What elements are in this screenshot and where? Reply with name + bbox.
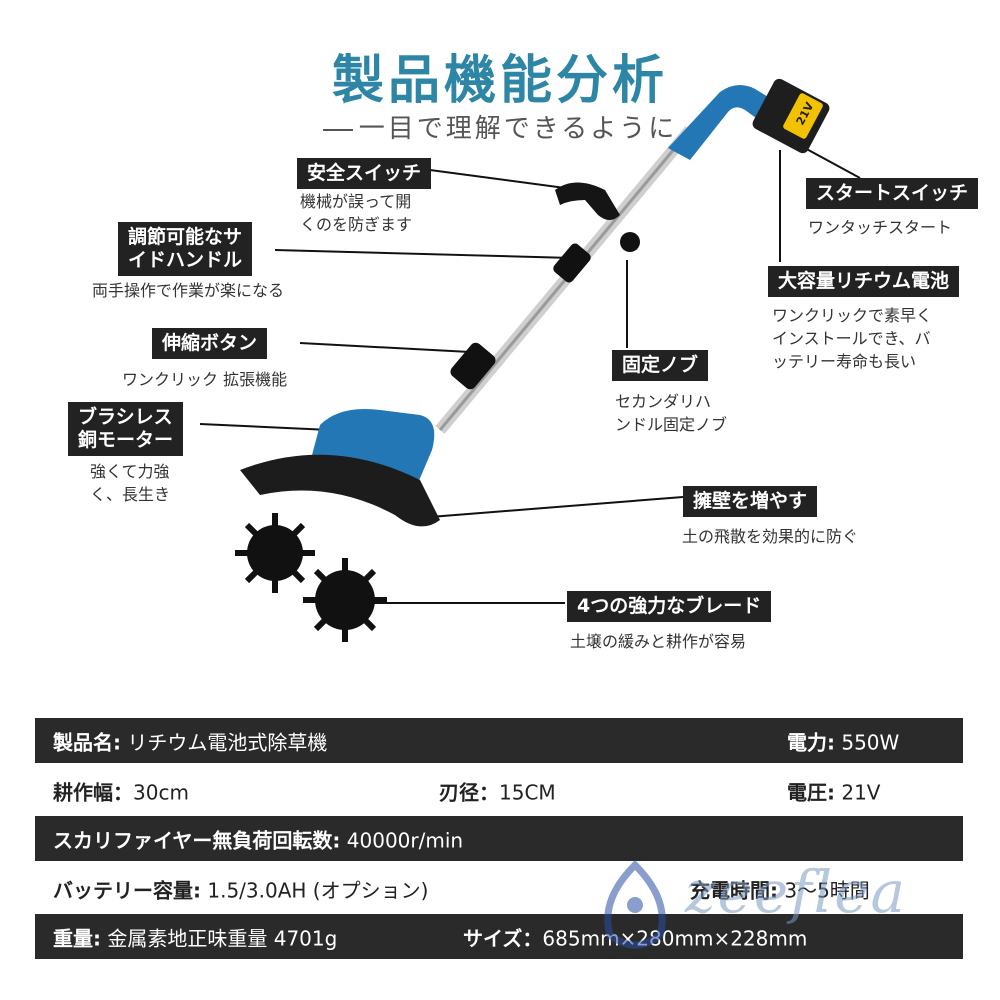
handle-collar bbox=[553, 243, 591, 283]
feature-fix-knob-label: 固定ノブ bbox=[612, 350, 709, 381]
top-handle bbox=[668, 85, 790, 160]
spec-row-5: 重量: 金属素地正味重量 4701g サイズ：685mm×280mm×228mm bbox=[35, 914, 963, 959]
subtitle-text: 一目で理解できるように bbox=[358, 114, 678, 144]
spec-product-name: 製品名: リチウム電池式除草機 bbox=[53, 730, 328, 754]
leader-lines bbox=[199, 139, 861, 604]
spec-rotation-speed: スカリファイヤー無負荷回転数: 40000r/min bbox=[53, 828, 464, 852]
feature-safety-switch-label: 安全スイッチ bbox=[297, 158, 432, 189]
spec-weight: 重量: 金属素地正味重量 4701g bbox=[53, 926, 338, 950]
spec-blade-diameter: 刃径：15CM bbox=[439, 780, 556, 804]
fix-knob bbox=[620, 232, 640, 252]
feature-start-switch-label: スタートスイッチ bbox=[806, 178, 979, 209]
feature-guard-label: 擁壁を増やす bbox=[683, 486, 818, 517]
spec-size: サイズ：685mm×280mm×228mm bbox=[463, 926, 808, 950]
spec-battery-capacity: バッテリー容量: 1.5/3.0AH (オプション) bbox=[53, 878, 429, 902]
feature-blades-desc: 土壌の緩みと耕作が容易 bbox=[570, 632, 747, 651]
feature-fix-knob-desc: セカンダリハ ンドル固定ノブ bbox=[615, 392, 728, 435]
feature-battery-desc: ワンクリックで素早く インストールでき、バ ッテリー寿命も長い bbox=[772, 306, 933, 372]
page-subtitle: 一目で理解できるように bbox=[0, 108, 1000, 145]
spec-row-3: スカリファイヤー無負荷回転数: 40000r/min bbox=[35, 816, 963, 861]
feature-side-handle-label: 調節可能なサ イドハンドル bbox=[118, 222, 253, 276]
feature-safety-switch-desc: 機械が誤って開 くのを防ぎます bbox=[300, 192, 413, 235]
feature-motor-desc: 強くて力強 く、長生き bbox=[90, 462, 171, 505]
spec-row-2: 耕作幅：30cm 刃径：15CM 電圧: 21V bbox=[35, 768, 963, 813]
watermark: zeeflea bbox=[585, 858, 965, 968]
tine-spikes bbox=[235, 513, 387, 642]
spec-row-4: バッテリー容量: 1.5/3.0AH (オプション) 充電時間: 3～5時間 bbox=[35, 866, 963, 911]
watermark-logo-icon bbox=[604, 860, 666, 949]
page-title: 製品機能分析 bbox=[331, 51, 668, 111]
spec-power: 電力: 550W bbox=[787, 730, 900, 754]
feature-blades-label: 4つの強力なブレード bbox=[567, 591, 772, 622]
product-illustration: 21V bbox=[199, 78, 861, 642]
side-handle bbox=[555, 182, 620, 220]
dirt-guard bbox=[240, 454, 440, 527]
feature-start-switch-desc: ワンタッチスタート bbox=[808, 218, 953, 237]
feature-side-handle-desc: 両手操作で作業が楽になる bbox=[92, 281, 285, 300]
spec-row-1: 製品名: リチウム電池式除草機 電力: 550W bbox=[35, 718, 963, 763]
feature-motor-label: ブラシレス 銅モーター bbox=[68, 402, 184, 456]
feature-battery-label: 大容量リチウム電池 bbox=[768, 266, 960, 297]
feature-extend-button-desc: ワンクリック 拡張機能 bbox=[122, 370, 288, 389]
spec-voltage: 電圧: 21V bbox=[787, 780, 881, 804]
battery-label bbox=[783, 93, 823, 139]
spec-charge-time: 充電時間: 3～5時間 bbox=[690, 878, 870, 902]
watermark-text: zeeflea bbox=[685, 858, 908, 926]
subtitle-dash bbox=[322, 128, 353, 131]
extend-collar bbox=[450, 342, 496, 390]
spec-tilling-width: 耕作幅：30cm bbox=[53, 780, 189, 804]
feature-extend-button-label: 伸縮ボタン bbox=[152, 328, 268, 359]
feature-guard-desc: 土の飛散を効果的に防ぐ bbox=[682, 527, 859, 546]
